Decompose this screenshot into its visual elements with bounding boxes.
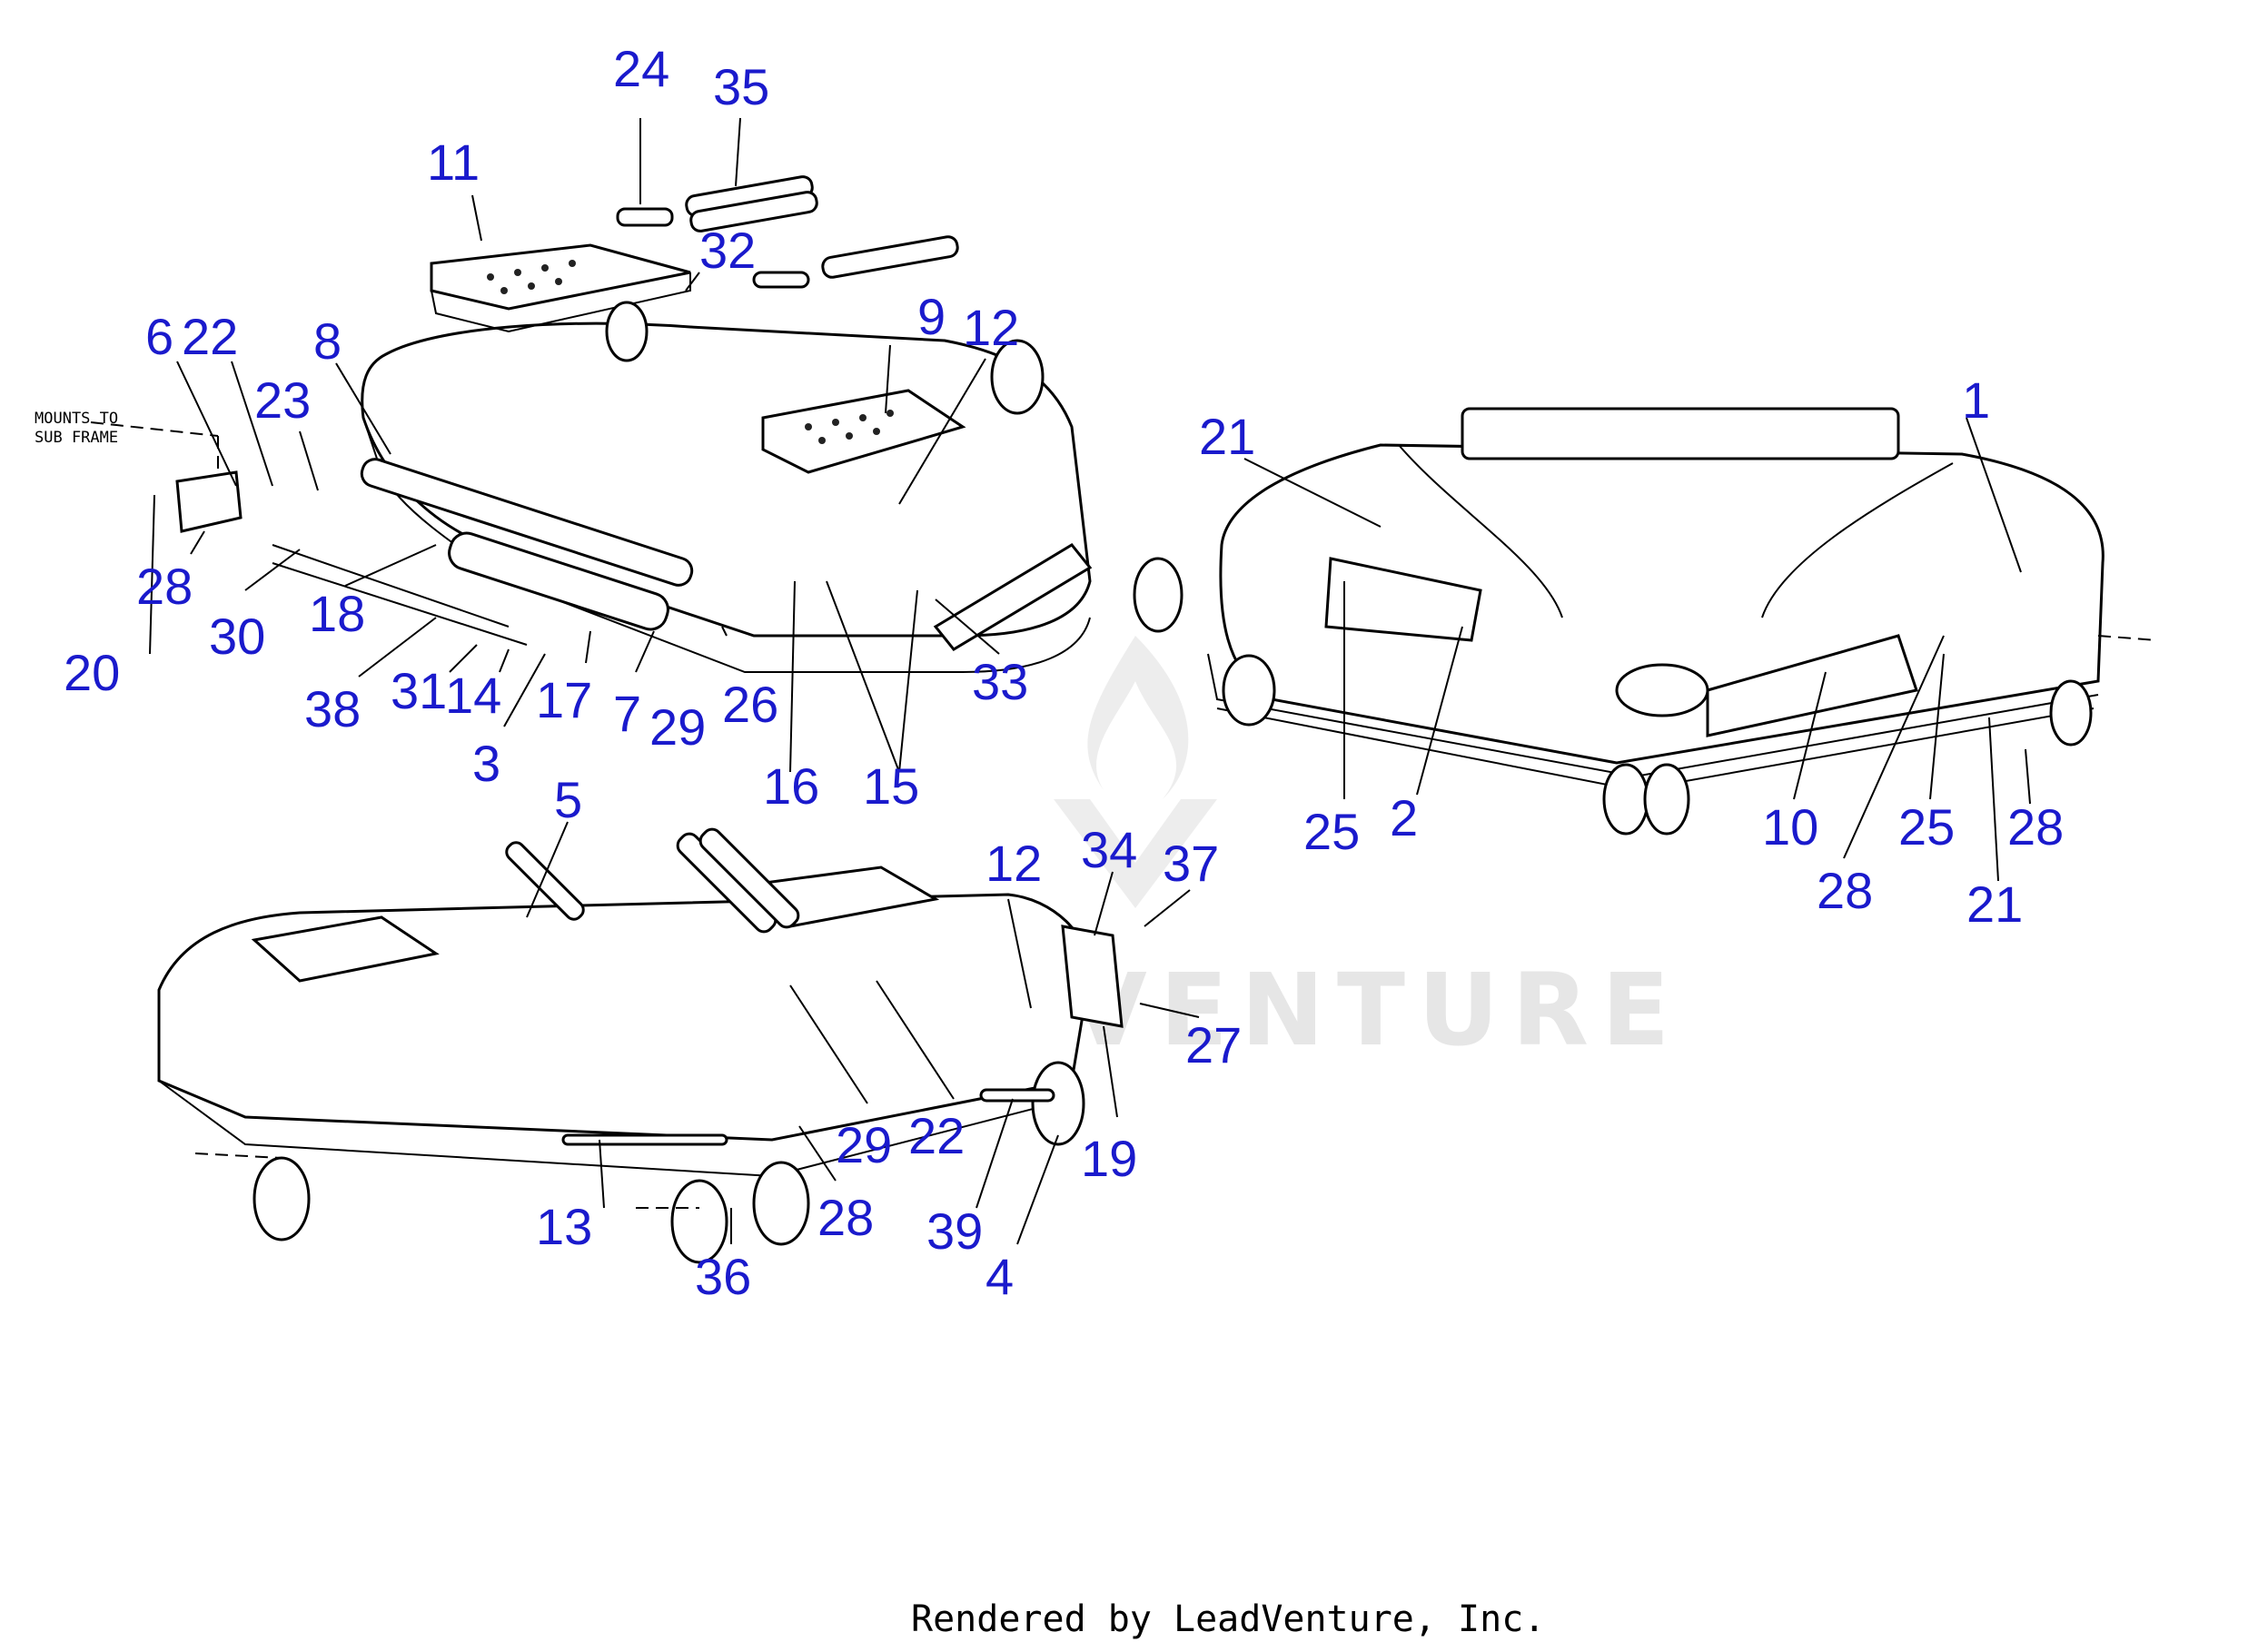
callout-31: 31 xyxy=(391,662,447,719)
wheel-bottom-1 xyxy=(253,1156,311,1241)
callout-26: 26 xyxy=(722,676,778,733)
callout-34: 34 xyxy=(1081,821,1137,878)
wheel-left-top xyxy=(605,301,649,362)
callout-16: 16 xyxy=(763,757,819,815)
upper-left-assembly xyxy=(90,117,1184,773)
callout-1: 1 xyxy=(1962,371,1990,429)
spring-pair-2 xyxy=(698,827,800,929)
callout-9: 9 xyxy=(917,288,946,345)
bracket-34 xyxy=(1061,925,1124,1028)
wheel-right-2 xyxy=(1602,763,1649,836)
callout-10: 10 xyxy=(1762,798,1818,856)
spring-set-top xyxy=(616,117,959,289)
callout-27: 27 xyxy=(1185,1016,1242,1073)
callout-20: 20 xyxy=(64,644,120,701)
callout-7: 7 xyxy=(613,685,641,742)
callout-6: 6 xyxy=(145,308,173,365)
callout-36: 36 xyxy=(695,1248,751,1305)
callout-35: 35 xyxy=(713,58,769,115)
callout-4: 4 xyxy=(985,1248,1014,1305)
wheel-right-1 xyxy=(1222,654,1276,727)
callout-37: 37 xyxy=(1163,835,1219,892)
callouts: 24 35 11 32 9 12 6 22 8 23 28 20 30 18 3… xyxy=(64,40,2064,1305)
callout-2: 2 xyxy=(1390,789,1418,846)
wheel-right-4 xyxy=(2049,679,2093,747)
wheel-right-top xyxy=(1133,557,1184,633)
callout-39: 39 xyxy=(926,1202,983,1260)
callout-21-top: 21 xyxy=(1199,408,1255,465)
callout-22-top: 22 xyxy=(182,308,238,365)
callout-28-bottom: 28 xyxy=(817,1189,874,1246)
watermark-flame-icon xyxy=(1054,636,1217,908)
callout-3: 3 xyxy=(472,735,500,792)
deflector-10 xyxy=(1706,634,1918,737)
spring-5 xyxy=(505,841,585,921)
lower-left-assembly xyxy=(157,821,1200,1264)
callout-32: 32 xyxy=(699,222,756,279)
callout-18: 18 xyxy=(309,585,365,642)
callout-11: 11 xyxy=(427,134,480,191)
deck-plate-11 xyxy=(430,243,691,311)
callout-19: 19 xyxy=(1081,1130,1137,1187)
deck-plate-9 xyxy=(761,389,966,474)
side-bracket-33 xyxy=(933,543,1093,651)
callout-28-topleft: 28 xyxy=(136,558,193,615)
deflector-2 xyxy=(1324,557,1482,642)
deck-plate-left xyxy=(251,915,440,983)
wheel-right-3 xyxy=(1643,763,1690,836)
callout-15: 15 xyxy=(863,757,919,815)
callout-25-right: 25 xyxy=(1898,798,1955,856)
callout-14: 14 xyxy=(445,667,501,724)
callout-12-bottom: 12 xyxy=(985,835,1042,892)
callout-38: 38 xyxy=(304,680,361,737)
callout-29-top: 29 xyxy=(649,698,706,756)
callout-13: 13 xyxy=(536,1198,592,1255)
callout-33: 33 xyxy=(972,653,1028,710)
mount-note-line1: MOUNTS TO xyxy=(35,410,118,428)
spindle-center xyxy=(1615,663,1709,717)
callout-30: 30 xyxy=(209,608,265,665)
mount-note-line2: SUB FRAME xyxy=(35,429,118,447)
front-bar xyxy=(272,458,694,646)
wheel-bottom-2 xyxy=(670,1179,728,1264)
callout-28-right2: 28 xyxy=(2007,798,2064,856)
callout-8: 8 xyxy=(313,312,342,370)
baffle-top xyxy=(1461,407,1900,460)
right-deck-assembly xyxy=(1207,407,2158,882)
callout-28-right1: 28 xyxy=(1817,862,1873,919)
callout-12-top: 12 xyxy=(963,299,1019,356)
mower-deck-top-view xyxy=(361,321,1092,638)
footer-credit: Rendered by LeadVenture, Inc. xyxy=(911,1598,1545,1640)
callout-17: 17 xyxy=(536,671,592,728)
callout-5: 5 xyxy=(554,771,582,828)
wheel-bottom-3 xyxy=(752,1161,810,1246)
wheel-bottom-4 xyxy=(1031,1061,1085,1146)
callout-23: 23 xyxy=(254,371,311,429)
mount-bracket-6 xyxy=(175,470,243,533)
callout-22-bottom: 22 xyxy=(908,1107,965,1164)
callout-25-left: 25 xyxy=(1303,803,1360,860)
callout-24: 24 xyxy=(613,40,669,97)
callout-21-bottom: 21 xyxy=(1966,875,2023,933)
wheel-back-top xyxy=(990,339,1045,415)
callout-29-bottom: 29 xyxy=(836,1116,892,1173)
